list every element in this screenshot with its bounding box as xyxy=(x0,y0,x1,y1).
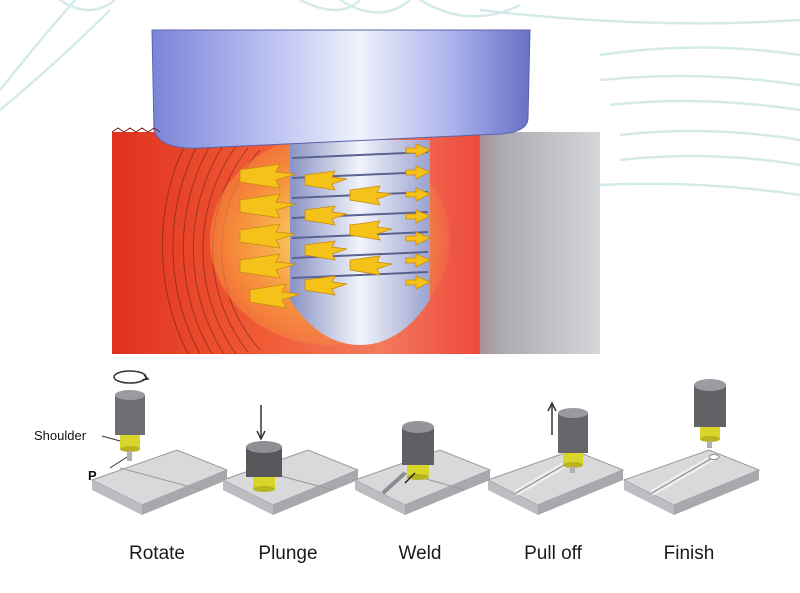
pull-off-illustration xyxy=(486,401,625,515)
step-label-weld: Weld xyxy=(398,543,442,564)
plunge-illustration xyxy=(221,405,360,515)
step-plunge: Plunge xyxy=(213,365,363,593)
step-rotate: Rotate xyxy=(82,365,232,593)
pin-label: P xyxy=(88,468,97,483)
step-label-rotate: Rotate xyxy=(129,543,185,564)
step-pull-off: Pull off xyxy=(478,365,628,593)
finish-illustration xyxy=(622,379,761,515)
step-label-finish: Finish xyxy=(663,543,715,564)
rotate-illustration xyxy=(90,370,229,515)
step-label-pull-off: Pull off xyxy=(524,543,582,564)
shoulder-label: Shoulder xyxy=(34,428,87,443)
step-weld: Weld xyxy=(345,365,495,593)
step-label-plunge: Plunge xyxy=(258,543,318,564)
weld-illustration xyxy=(353,421,492,515)
step-finish: Finish xyxy=(614,365,764,593)
